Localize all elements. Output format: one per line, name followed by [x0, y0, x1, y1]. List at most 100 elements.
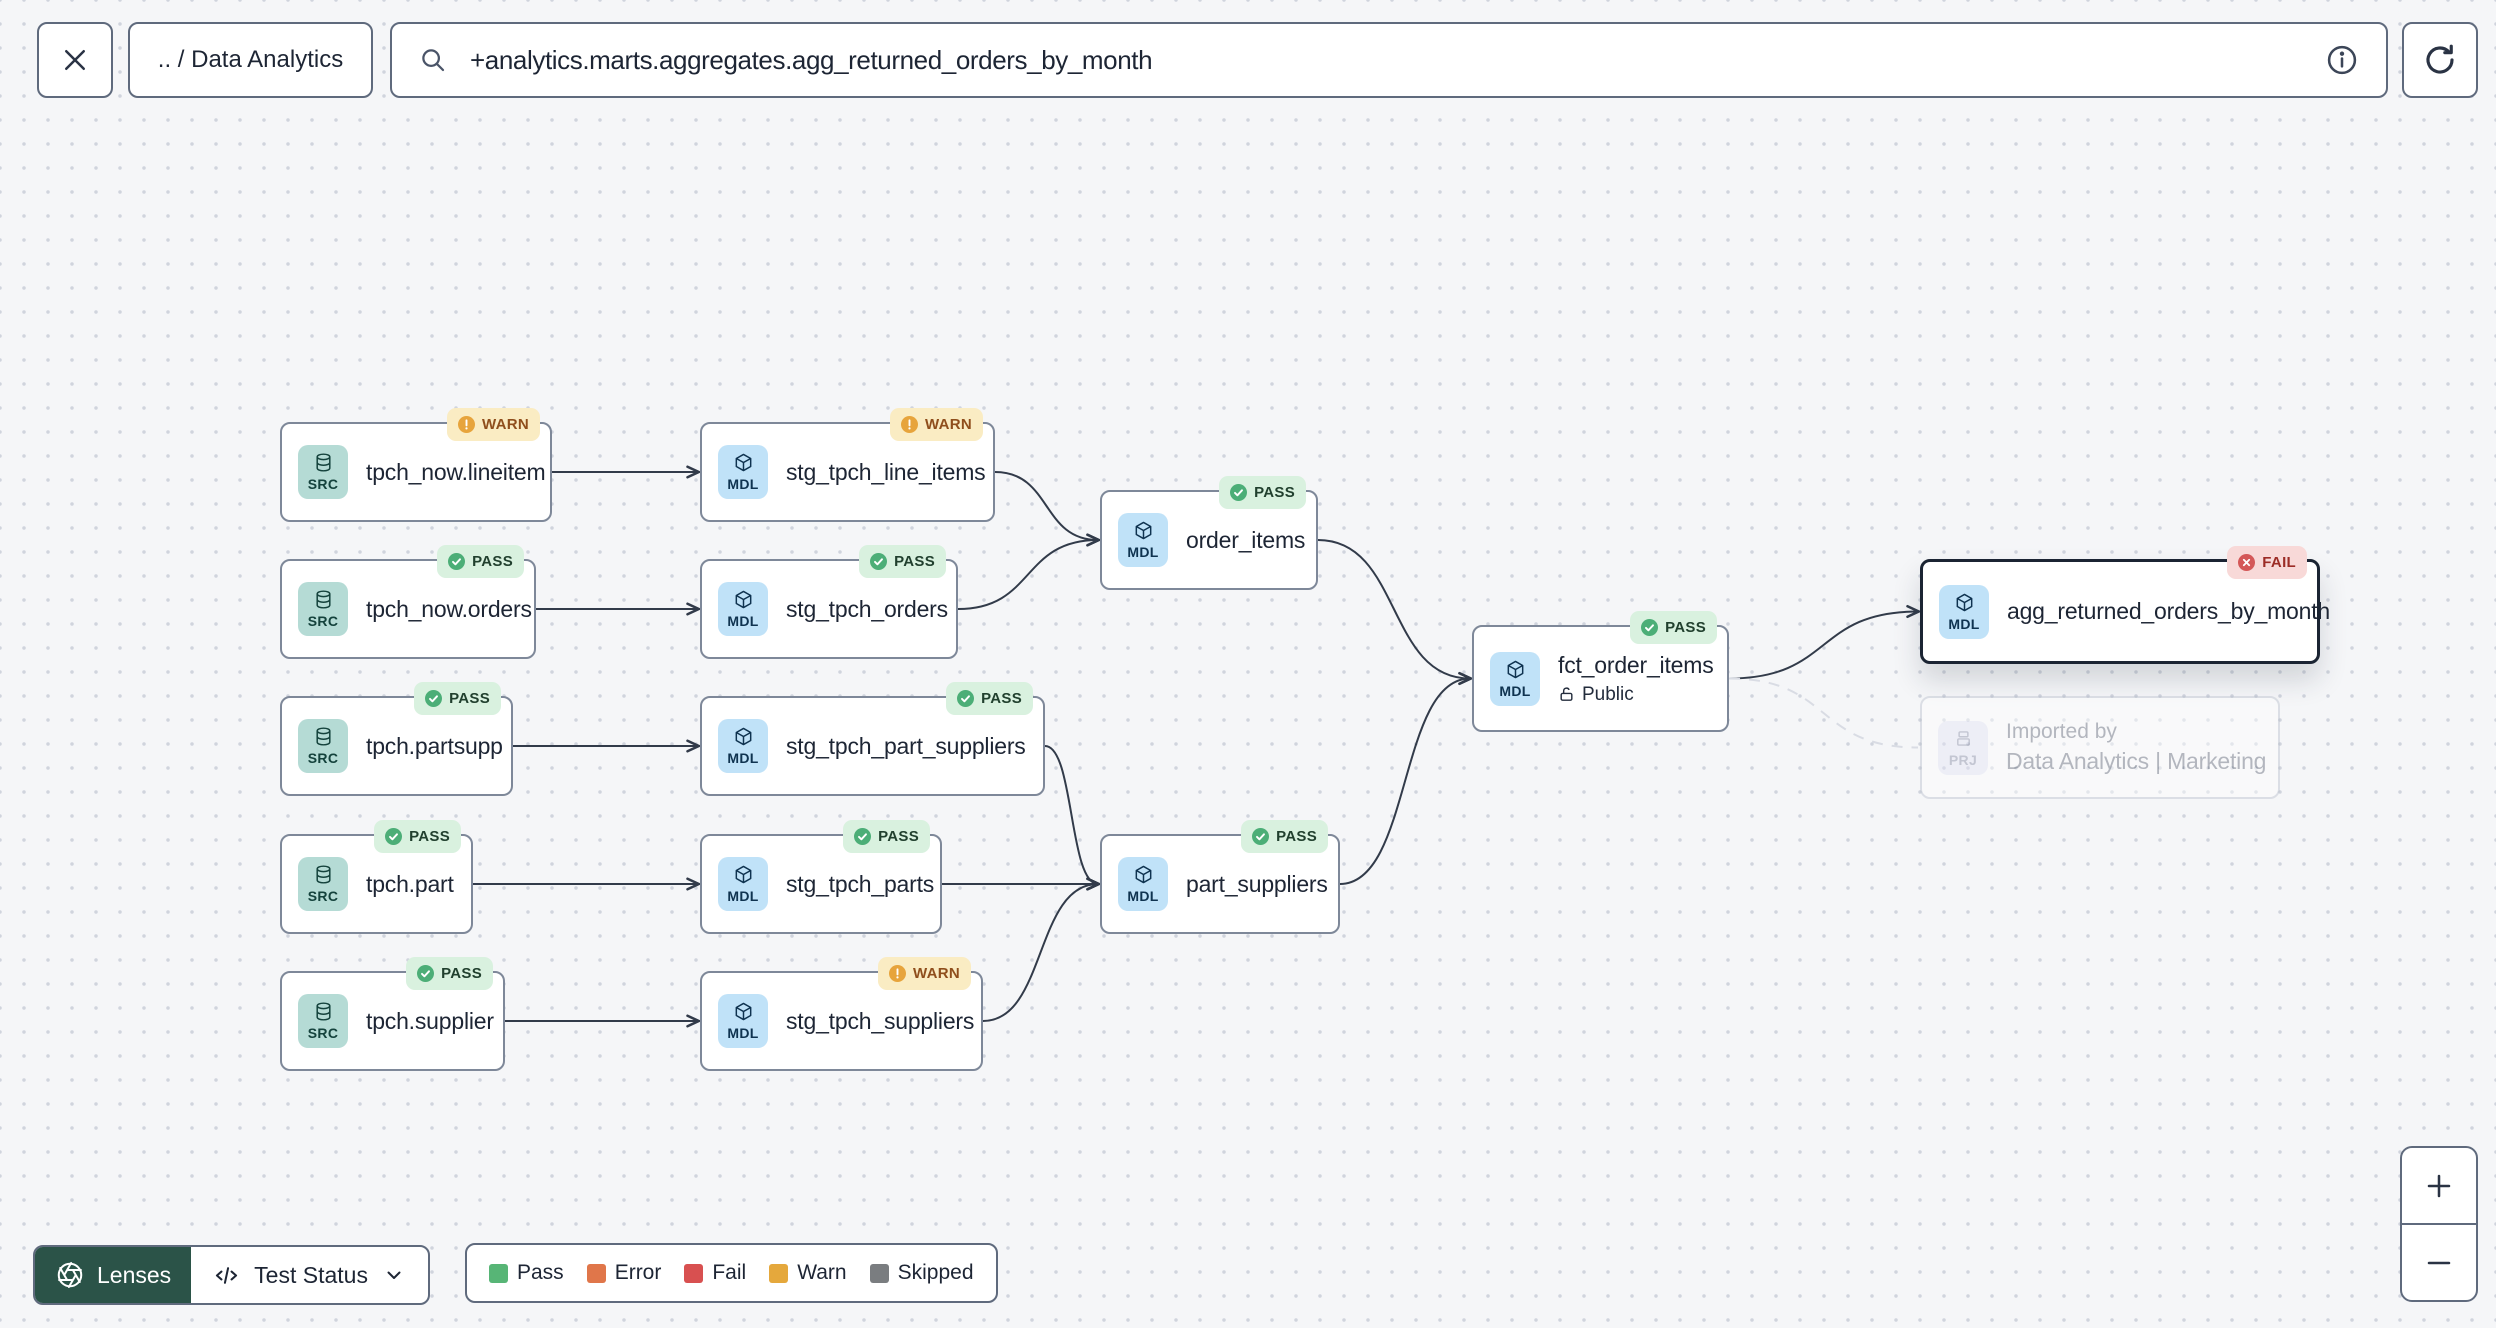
legend-swatch: [869, 1263, 889, 1283]
legend-label: Error: [614, 1261, 662, 1284]
node-label: stg_tpch_orders: [786, 595, 948, 622]
close-button[interactable]: [37, 22, 113, 98]
node-label: part_suppliers: [1186, 870, 1328, 897]
search-bar[interactable]: [390, 22, 2388, 98]
info-icon[interactable]: [2324, 42, 2360, 78]
status-label: WARN: [481, 416, 529, 433]
src-badge: SRC: [298, 582, 348, 636]
status-warn-icon: [888, 965, 906, 982]
search-icon: [418, 45, 448, 75]
status-label: PASS: [449, 690, 490, 707]
node-stg_tpch_orders[interactable]: MDL stg_tpch_orders PASS: [700, 545, 958, 659]
kind-label: MDL: [1948, 615, 1980, 632]
breadcrumb: .. / Data Analytics: [157, 46, 344, 73]
lenses-bar: Lenses Test Status: [33, 1245, 430, 1305]
prj-badge: PRJ: [1938, 720, 1988, 775]
node-label: tpch.part: [366, 870, 454, 897]
status-label: PASS: [894, 553, 935, 570]
status-label: WARN: [924, 416, 972, 433]
lineage-edge: [994, 471, 1098, 540]
node-agg_returned_orders_by_month[interactable]: MDL agg_returned_orders_by_month FAIL: [1920, 546, 2330, 664]
mdl-badge: MDL: [1118, 857, 1168, 911]
mdl-badge: MDL: [1939, 584, 1989, 639]
kind-label: MDL: [727, 750, 759, 766]
chevron-down-icon: [382, 1263, 406, 1287]
src-badge: SRC: [298, 857, 348, 911]
node-tpch_part[interactable]: SRC tpch.part PASS: [280, 820, 473, 934]
status-label: PASS: [441, 965, 482, 982]
kind-label: SRC: [307, 613, 339, 629]
model-icon: [733, 589, 754, 610]
mdl-badge: MDL: [718, 994, 768, 1048]
status-warn-icon: [457, 416, 475, 433]
kind-label: SRC: [307, 476, 339, 492]
breadcrumb-button[interactable]: .. / Data Analytics: [128, 22, 373, 98]
status-pass-icon: [870, 553, 888, 570]
kind-label: MDL: [727, 1025, 759, 1041]
selected-lens-label: Test Status: [254, 1261, 368, 1288]
node-stg_tpch_parts[interactable]: MDL stg_tpch_parts PASS: [700, 820, 942, 934]
model-icon: [1133, 864, 1154, 885]
aperture-icon: [55, 1260, 85, 1290]
zoom-out-button[interactable]: [2402, 1223, 2476, 1300]
node-label: agg_returned_orders_by_month: [2007, 598, 2331, 624]
legend-swatch: [586, 1263, 606, 1283]
mdl-badge: MDL: [718, 582, 768, 636]
legend-swatch: [684, 1263, 704, 1283]
search-input[interactable]: [468, 43, 2304, 77]
database-icon: [313, 589, 334, 610]
model-icon: [733, 1001, 754, 1022]
mdl-badge: MDL: [718, 857, 768, 911]
access-label: Public: [1582, 683, 1634, 705]
status-pass-icon: [425, 690, 443, 707]
node-access: Public: [1558, 684, 1714, 706]
lenses-button[interactable]: Lenses: [35, 1247, 192, 1303]
zoom-in-button[interactable]: [2402, 1148, 2476, 1223]
model-icon: [1133, 520, 1154, 541]
legend-label: Skipped: [897, 1261, 974, 1284]
status-warn-icon: [900, 416, 918, 433]
lens-selector[interactable]: Test Status: [191, 1247, 428, 1303]
status-label: PASS: [409, 828, 450, 845]
model-icon: [733, 452, 754, 473]
legend-item: Pass: [489, 1261, 564, 1285]
lineage-edge: [957, 540, 1098, 610]
database-icon: [313, 1001, 334, 1022]
status-label: FAIL: [2262, 554, 2296, 571]
status-label: PASS: [878, 828, 919, 845]
node-label: tpch.partsupp: [366, 732, 503, 759]
src-badge: SRC: [298, 445, 348, 499]
legend-label: Warn: [797, 1261, 847, 1284]
legend-item: Warn: [769, 1261, 847, 1285]
status-badge: PASS: [1219, 476, 1306, 509]
status-pass-icon: [1641, 619, 1659, 636]
refresh-icon: [2422, 42, 2458, 78]
node-overline: Imported by: [2006, 720, 2117, 743]
mdl-badge: MDL: [718, 719, 768, 773]
node-label: stg_tpch_parts: [786, 870, 935, 897]
node-label: fct_order_items: [1558, 651, 1714, 678]
database-icon: [313, 452, 334, 473]
refresh-button[interactable]: [2402, 22, 2478, 98]
kind-label: SRC: [307, 1025, 339, 1041]
lineage-edge: [1728, 677, 1919, 749]
close-icon: [60, 45, 90, 75]
status-badge: WARN: [889, 408, 983, 441]
model-icon: [733, 726, 754, 747]
status-label: WARN: [912, 965, 960, 982]
node-label: stg_tpch_line_items: [786, 458, 986, 485]
status-pass-icon: [417, 965, 435, 982]
